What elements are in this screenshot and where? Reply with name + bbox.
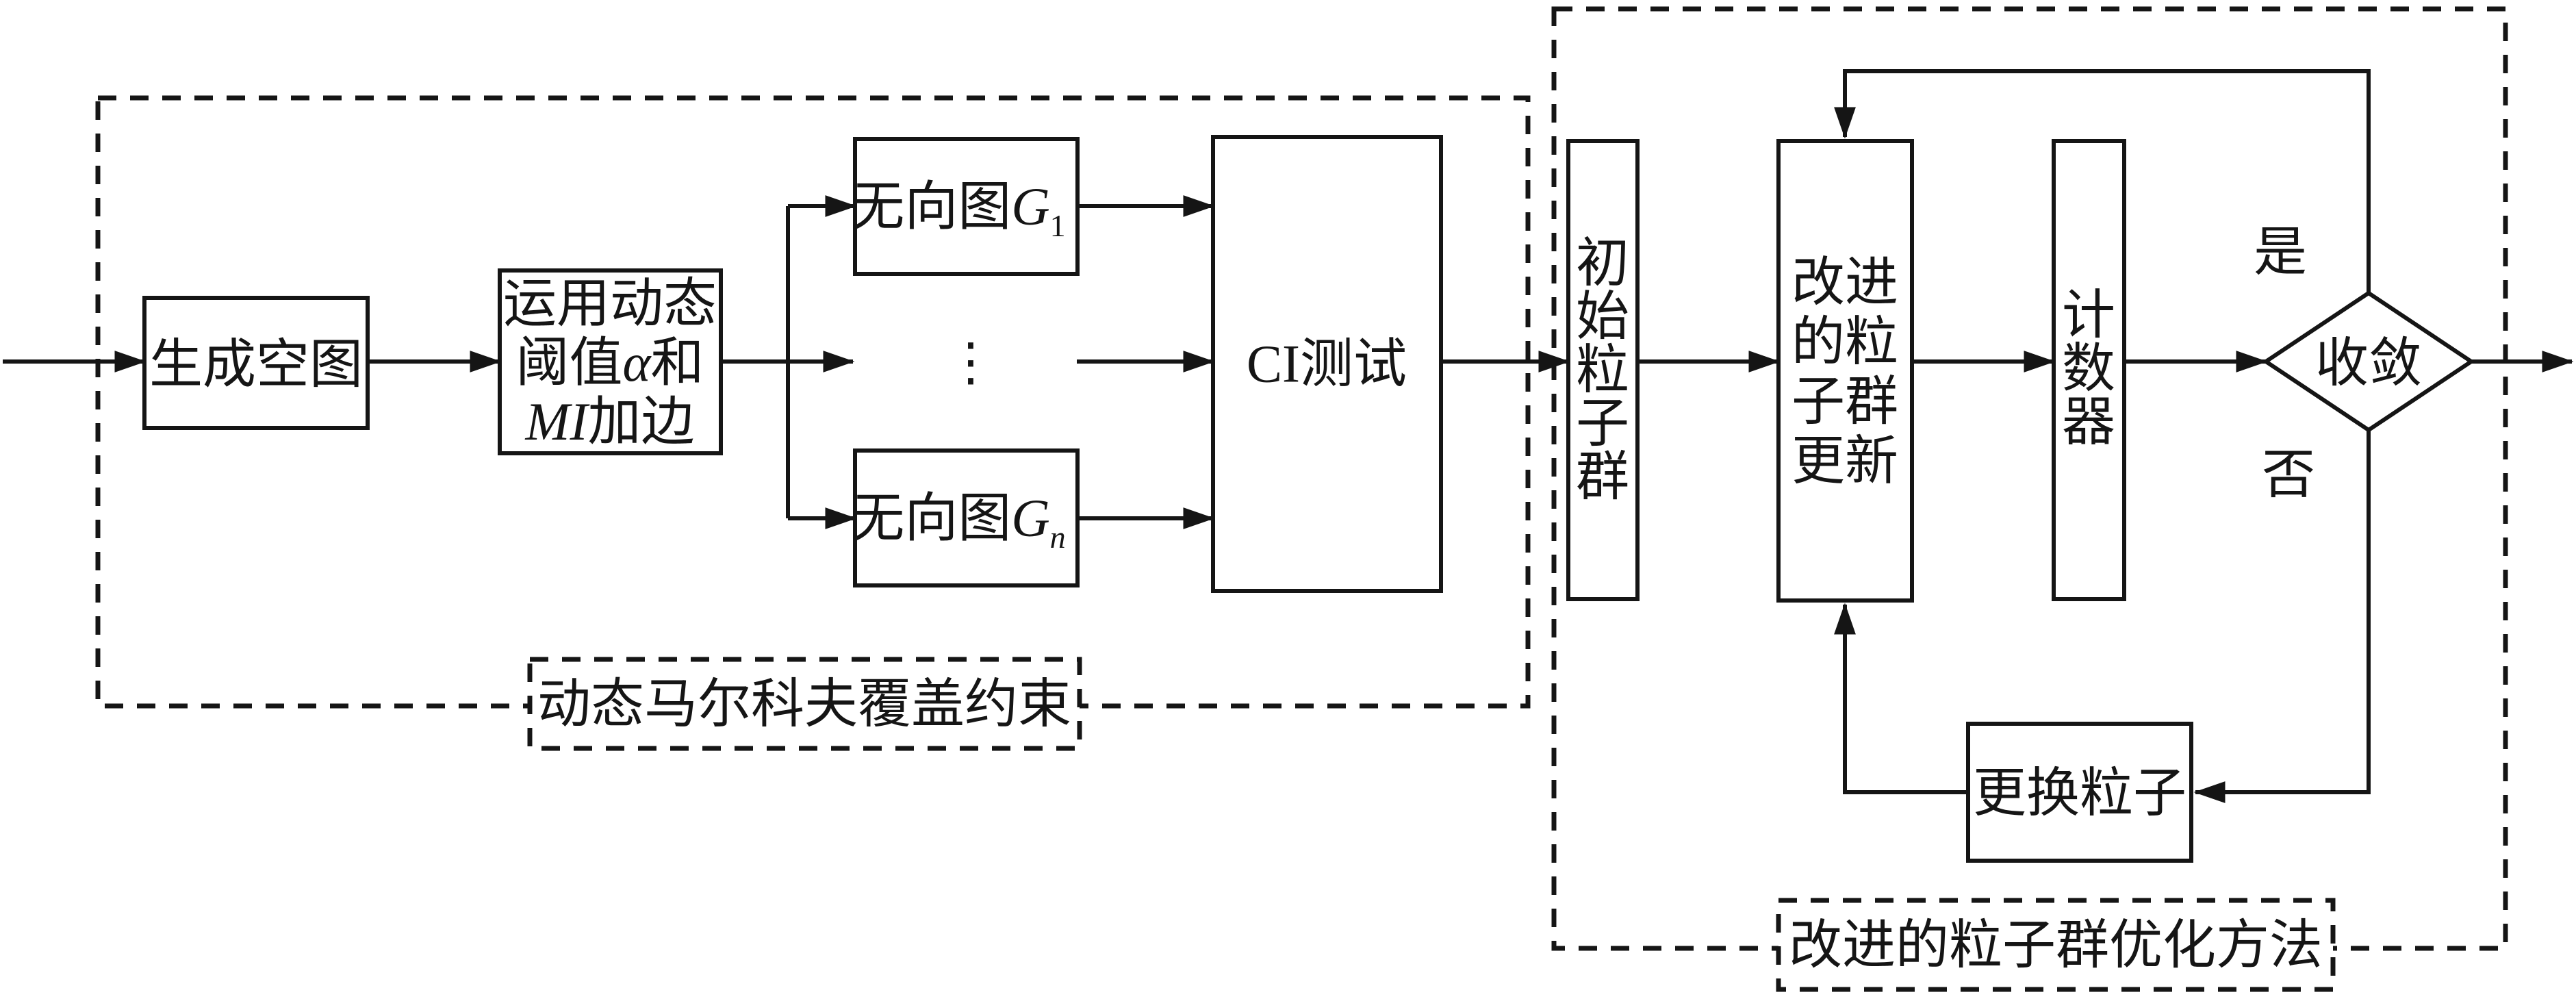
vertical-ellipsis: ⋮ (945, 331, 997, 392)
arrow-loop-top-to-update (1834, 69, 2371, 293)
ci-test-box (1211, 135, 1443, 593)
swarm-update-line: 改进 (1791, 253, 1898, 312)
counter-char: 数 (2062, 339, 2115, 399)
swarm-update-line: 更新 (1791, 431, 1898, 491)
undirected-graph-n-box (853, 448, 1080, 587)
threshold-box (498, 268, 723, 455)
markov-label-box (527, 657, 1082, 751)
pso-label: 改进的粒子群优化方法 (1789, 915, 2323, 975)
pso-label-box (1776, 898, 2336, 992)
initial-swarm-char: 子 (1576, 394, 1629, 453)
ci-test-label: CI测试 (1247, 334, 1407, 394)
convergence-decision-diamond (2262, 290, 2475, 433)
threshold-line3: MI加边 (525, 392, 695, 451)
initial-swarm-char: 始 (1576, 287, 1629, 346)
arrow-decision-to-replace (2193, 430, 2371, 803)
replace-particles-label: 更换粒子 (1973, 763, 2186, 823)
initial-swarm-char: 初 (1576, 233, 1629, 293)
initial-swarm-char: 群 (1576, 447, 1629, 507)
initial-swarm-box (1566, 139, 1640, 601)
counter-box (2052, 139, 2126, 601)
swarm-update-line: 子群 (1791, 372, 1898, 431)
convergence-label: 收敛 (2315, 333, 2422, 393)
markov-label: 动态马尔科夫覆盖约束 (537, 674, 1071, 734)
swarm-update-box (1776, 139, 1914, 603)
undirected-graph-1-box (853, 137, 1080, 276)
counter-char: 计 (2062, 286, 2115, 345)
replace-particles-box (1966, 722, 2193, 863)
initial-swarm-char: 粒 (1576, 340, 1629, 400)
generate-empty-graph-box (142, 296, 370, 430)
undirected-graph-n-label: 无向图Gn (851, 488, 1065, 555)
yes-branch-label: 是 (2254, 223, 2307, 282)
generate-empty-graph-label: 生成空图 (149, 335, 363, 394)
counter-char: 器 (2062, 392, 2115, 452)
arrow-replace-to-update (1834, 603, 1968, 794)
no-branch-label: 否 (2262, 445, 2315, 505)
threshold-line1: 运用动态 (503, 274, 717, 333)
undirected-graph-1-label: 无向图G1 (851, 177, 1065, 243)
threshold-line2: 阈值α和 (516, 333, 704, 392)
swarm-update-line: 的粒 (1791, 312, 1898, 372)
